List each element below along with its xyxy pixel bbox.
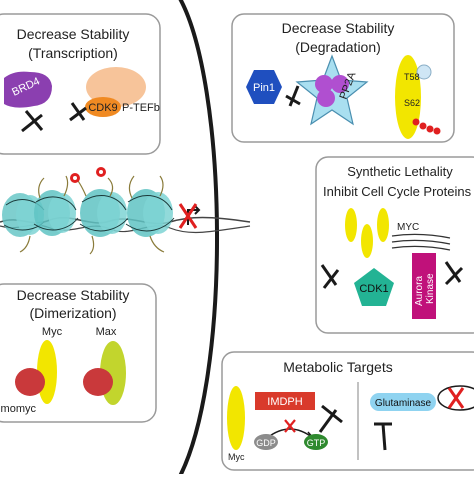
gdp-label: GDP xyxy=(256,438,276,448)
impdh-label: IMDPH xyxy=(267,396,303,408)
inhibitor-t-icon xyxy=(318,404,343,433)
panel-title: Decrease Stability xyxy=(282,20,395,36)
pp2a-subunit xyxy=(315,75,333,93)
myc-label: Myc xyxy=(228,452,245,462)
panel-subtitle: (Degradation) xyxy=(295,39,381,55)
inhibitor-t-icon xyxy=(374,422,392,451)
nucleosome-icon xyxy=(79,189,129,237)
panel-title: Synthetic Lethality xyxy=(347,164,453,179)
ubiquitin-chain xyxy=(433,127,441,135)
inhibitor-t-icon xyxy=(320,264,340,289)
ptefb-shape xyxy=(86,67,146,107)
inhibitor-t-icon xyxy=(285,85,301,107)
aurora-label: Aurora xyxy=(414,276,425,306)
phosphate-icon xyxy=(96,167,106,177)
myc-shape xyxy=(395,55,421,139)
panel-degradation: Decrease Stability (Degradation) Pin1 PP… xyxy=(231,13,455,143)
pp2a-subunit xyxy=(331,75,349,93)
pp2a-subunit xyxy=(317,89,335,107)
aurora-kinase-shape xyxy=(412,253,436,319)
myc-shape xyxy=(361,224,373,258)
ubiquitin-chain xyxy=(426,125,434,133)
ubiquitin-chain xyxy=(419,122,427,130)
red-x-icon xyxy=(447,387,465,409)
myc-label: MYC xyxy=(397,222,419,233)
omomyc-label: Omomyc xyxy=(0,403,37,415)
pin1-shape xyxy=(246,70,282,104)
substrate-ellipse xyxy=(437,385,474,411)
gdp-shape xyxy=(254,434,278,450)
cdk1-shape xyxy=(354,268,394,306)
phosphate-icon xyxy=(416,64,432,80)
panel-subtitle: (Transcription) xyxy=(28,45,118,61)
pp2a-star xyxy=(295,54,369,126)
transcription-arrow-icon xyxy=(187,205,201,225)
s62-label: S62 xyxy=(404,98,420,108)
myc-shape xyxy=(377,208,389,242)
nucleosome-icon xyxy=(33,190,79,236)
myc-label: Myc xyxy=(42,326,63,338)
phosphate-icon xyxy=(70,173,80,183)
panel-synthetic-lethality: Synthetic Lethality Inhibit Cell Cycle P… xyxy=(315,156,474,334)
panel-subtitle: (Dimerization) xyxy=(29,305,116,321)
brd4-shape xyxy=(4,71,52,108)
glutaminase-label: Glutaminase xyxy=(375,398,432,409)
glutaminase-shape xyxy=(370,393,436,411)
omomyc-shape xyxy=(15,368,45,396)
pin1-label: Pin1 xyxy=(253,82,275,94)
ubiquitin-chain xyxy=(412,118,420,126)
panel-title: Metabolic Targets xyxy=(283,359,392,375)
red-x-icon xyxy=(178,203,198,229)
panel-transcription: Decrease Stability (Transcription) BRD4 … xyxy=(0,13,161,155)
omomyc-shape xyxy=(83,368,113,396)
t58-label: T58 xyxy=(404,72,420,82)
inhibitor-t-icon xyxy=(69,102,87,122)
max-label: Max xyxy=(96,326,117,338)
panel-title: Decrease Stability xyxy=(17,287,130,303)
chromatin-fiber xyxy=(0,167,251,255)
cdk1-label: CDK1 xyxy=(359,283,388,295)
cdk9-shape xyxy=(85,97,121,117)
kinase-label: Kinase xyxy=(425,273,436,304)
impdh-shape xyxy=(255,392,315,410)
panel-metabolic: Metabolic Targets Myc IMDPH GDP GTP Glut… xyxy=(221,351,474,471)
panel-title: Decrease Stability xyxy=(17,26,130,42)
divider-arc xyxy=(176,0,219,479)
cdk9-label: CDK9 xyxy=(88,102,117,114)
inhibitor-t-icon xyxy=(444,261,464,286)
dna-lines xyxy=(391,233,451,251)
panel-dimerization: Decrease Stability (Dimerization) Myc Ma… xyxy=(0,283,157,423)
gtp-shape xyxy=(304,434,328,450)
myc-shape xyxy=(345,208,357,242)
inhibitor-t-icon xyxy=(21,110,44,133)
panel-subtitle: Inhibit Cell Cycle Proteins xyxy=(323,184,472,199)
gtp-label: GTP xyxy=(307,438,326,448)
myc-shape xyxy=(227,386,245,450)
ptefb-label: P-TEFb xyxy=(122,102,160,114)
red-x-icon xyxy=(284,419,296,433)
nucleosome-icon xyxy=(125,189,175,237)
